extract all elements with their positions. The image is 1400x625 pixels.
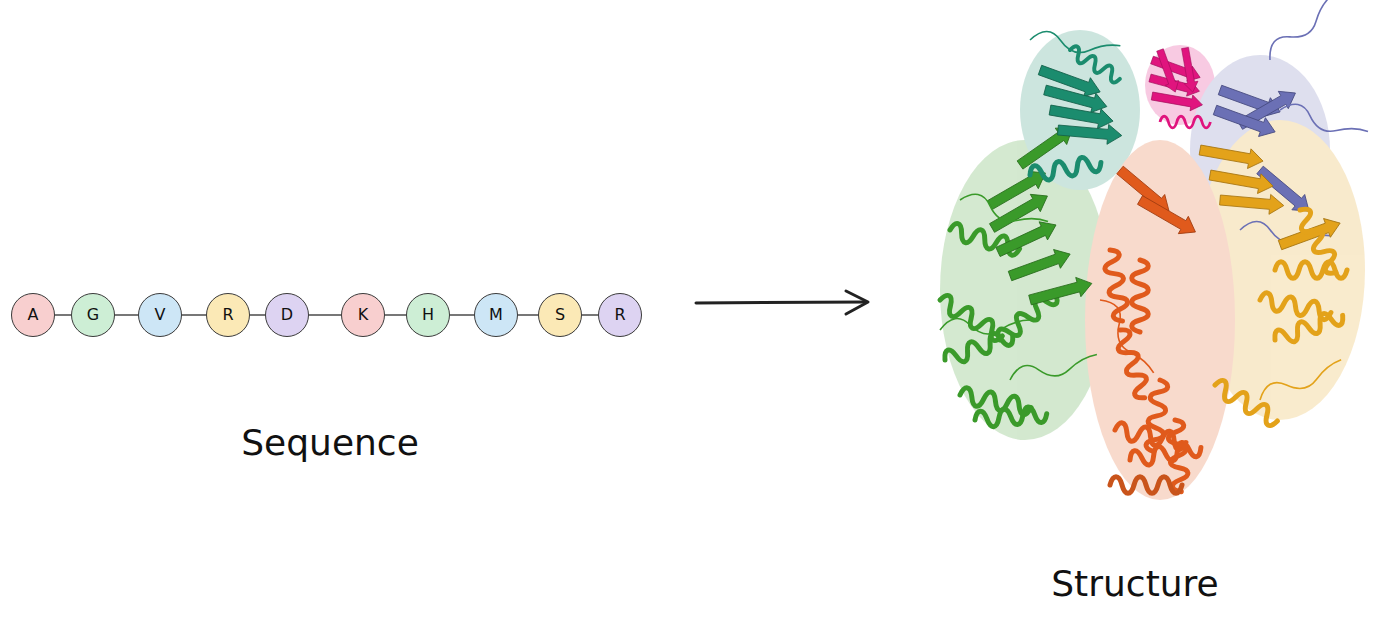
residue-circle: H <box>406 293 450 337</box>
residue-letter: R <box>614 307 625 323</box>
residue-letter: D <box>281 307 293 323</box>
peptide-bond <box>182 314 206 316</box>
slate-chain <box>1212 0 1369 250</box>
residue-letter: V <box>155 307 166 323</box>
residue-letter: M <box>489 307 503 323</box>
peptide-bond <box>250 314 265 316</box>
residue-circle: V <box>138 293 182 337</box>
residue-circle: D <box>265 293 309 337</box>
residue-circle: R <box>206 293 250 337</box>
orange-chain <box>1097 162 1203 493</box>
protein-body <box>940 30 1365 500</box>
peptide-bond <box>582 314 598 316</box>
peptide-bond <box>55 314 71 316</box>
peptide-bond <box>385 314 406 316</box>
residue-letter: H <box>422 307 434 323</box>
residue-letter: A <box>28 307 39 323</box>
teal-chain <box>1029 29 1124 183</box>
residue-circle: R <box>598 293 642 337</box>
residue-letter: K <box>358 307 369 323</box>
magenta-chain <box>1148 47 1210 128</box>
caption-label: Sequence <box>241 422 419 463</box>
residue-circle: M <box>474 293 518 337</box>
peptide-bond <box>115 314 138 316</box>
peptide-bond <box>518 314 538 316</box>
gold-chain <box>1198 140 1347 428</box>
peptide-bond <box>309 314 341 316</box>
residue-circle: S <box>538 293 582 337</box>
residue-circle: A <box>11 293 55 337</box>
residue-letter: G <box>87 307 99 323</box>
caption-label: Structure <box>1051 563 1218 604</box>
residue-letter: S <box>555 307 565 323</box>
transform-arrow <box>696 291 868 314</box>
residue-letter: R <box>222 307 233 323</box>
residue-circle: G <box>71 293 115 337</box>
peptide-bond <box>450 314 474 316</box>
residue-circle: K <box>341 293 385 337</box>
